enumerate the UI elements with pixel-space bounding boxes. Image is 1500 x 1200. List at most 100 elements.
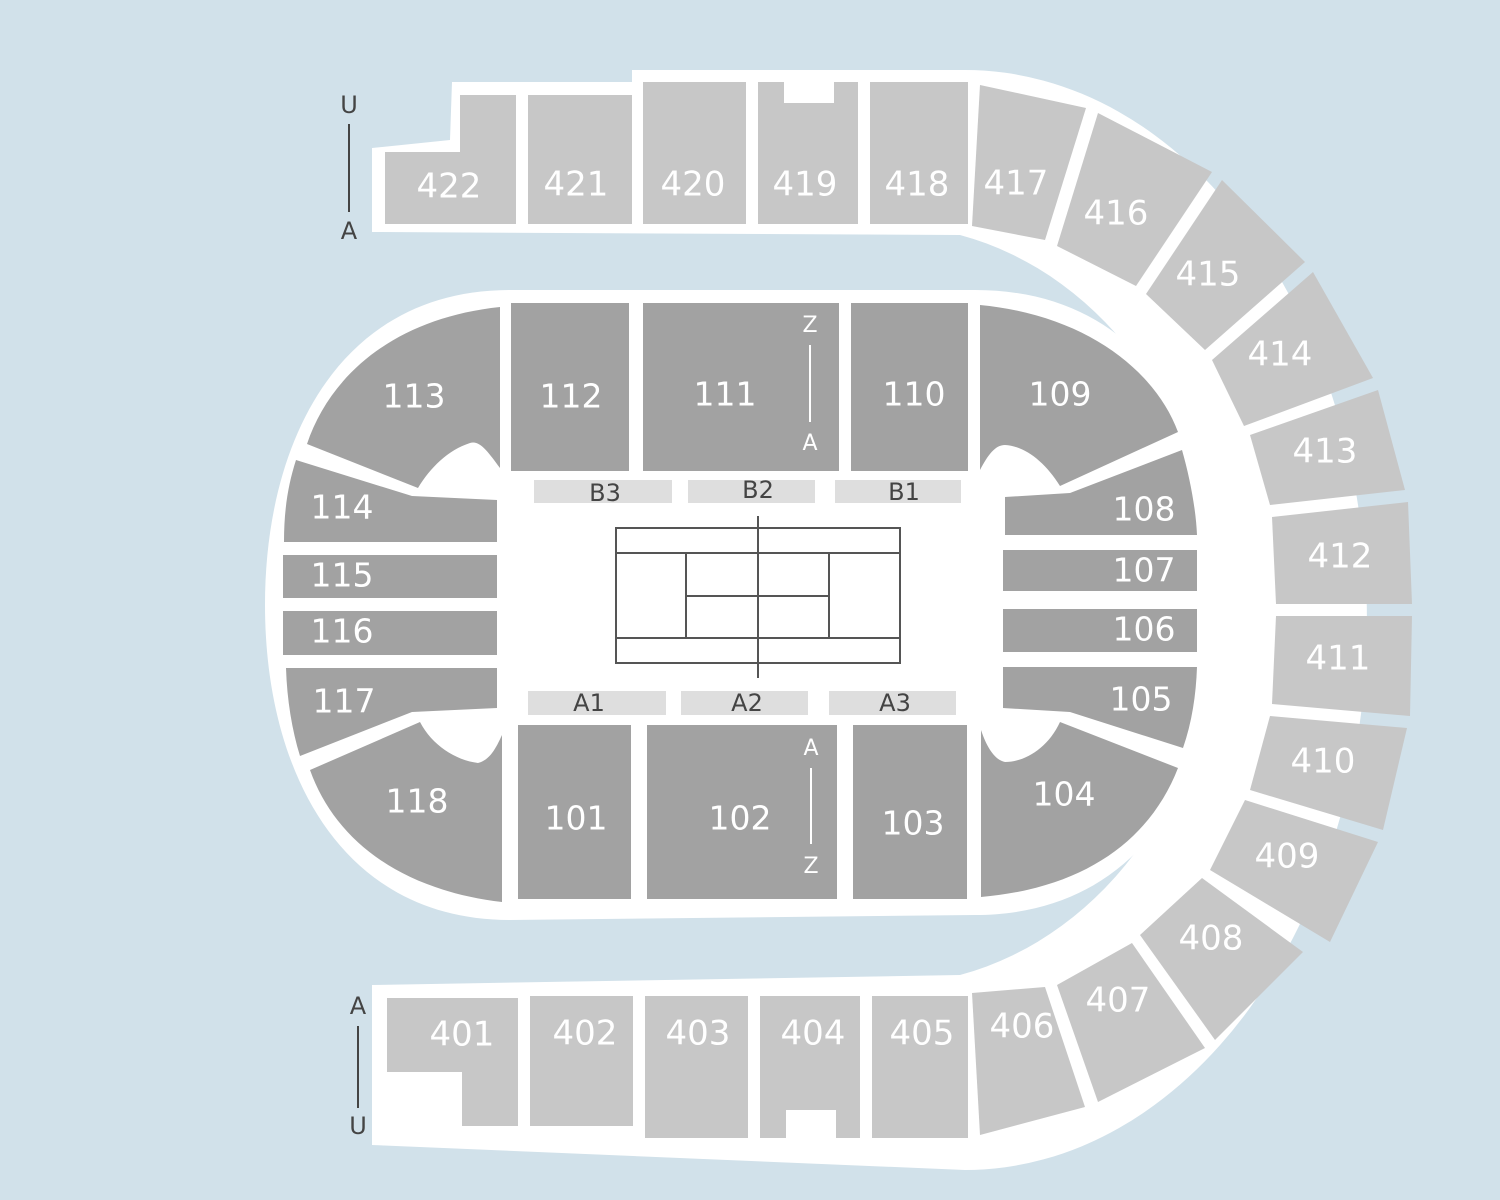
section-115[interactable]: 115 [283, 555, 497, 598]
section-116-label: 116 [311, 612, 374, 651]
section-406[interactable]: 406 [972, 987, 1085, 1135]
section-413-label: 413 [1293, 432, 1358, 472]
section-401-label: 401 [430, 1015, 495, 1055]
upper-tier-outline [372, 70, 1367, 1171]
section-421[interactable]: 421 [528, 95, 632, 224]
section-419-label: 419 [773, 165, 838, 205]
tennis-court-icon [615, 516, 901, 678]
section-407[interactable]: 407 [1057, 943, 1205, 1102]
section-102[interactable]: 102 A Z [647, 725, 837, 899]
section-117-label: 117 [313, 682, 376, 721]
upper-row-indicator-top: U A [340, 91, 358, 245]
section-409-label: 409 [1255, 837, 1320, 877]
section-118[interactable]: 118 [310, 722, 502, 902]
section-420[interactable]: 420 [643, 82, 746, 224]
section-422-label: 422 [417, 167, 482, 207]
section-105[interactable]: 105 [1003, 667, 1197, 748]
section-114-label: 114 [311, 488, 374, 527]
section-107[interactable]: 107 [1003, 550, 1197, 591]
floor-block-a3-label: A3 [879, 689, 911, 717]
row-indicator-bottom-first: A [350, 992, 367, 1020]
floor-block-b3[interactable]: B3 [534, 479, 672, 507]
section-103[interactable]: 103 [853, 725, 967, 899]
section-402[interactable]: 402 [530, 996, 633, 1126]
section-111-label: 111 [694, 375, 757, 414]
section-405[interactable]: 405 [872, 996, 968, 1138]
section-411[interactable]: 411 [1272, 616, 1412, 716]
section-105-label: 105 [1110, 680, 1173, 719]
section-410[interactable]: 410 [1250, 716, 1407, 830]
floor-block-a1[interactable]: A1 [528, 689, 666, 717]
floor-block-b3-label: B3 [589, 479, 621, 507]
section-412[interactable]: 412 [1272, 502, 1412, 604]
row-indicator-top-last: A [341, 217, 358, 245]
floor-block-a1-label: A1 [573, 689, 605, 717]
floor-block-a2-label: A2 [731, 689, 763, 717]
section-102-row-last: Z [803, 854, 818, 879]
section-406-label: 406 [990, 1007, 1055, 1047]
section-108[interactable]: 108 [1005, 450, 1197, 535]
section-113[interactable]: 113 [307, 307, 500, 488]
section-413[interactable]: 413 [1250, 390, 1405, 505]
section-417-label: 417 [984, 164, 1049, 204]
section-418[interactable]: 418 [870, 82, 968, 224]
section-402-label: 402 [553, 1014, 618, 1054]
section-115-label: 115 [311, 556, 374, 595]
section-111-row-first: Z [802, 313, 817, 338]
section-405-label: 405 [890, 1014, 955, 1054]
section-420-label: 420 [661, 165, 726, 205]
section-403[interactable]: 403 [645, 996, 748, 1138]
floor-block-b2-label: B2 [742, 476, 774, 504]
section-414-label: 414 [1248, 335, 1313, 375]
section-116[interactable]: 116 [283, 611, 497, 655]
section-411-label: 411 [1306, 639, 1371, 679]
section-110-label: 110 [883, 375, 946, 414]
section-114[interactable]: 114 [284, 460, 497, 542]
section-407-label: 407 [1086, 981, 1151, 1021]
section-421-label: 421 [544, 165, 609, 205]
section-404[interactable]: 404 [760, 996, 860, 1138]
row-indicator-bottom-last: U [349, 1112, 367, 1140]
section-102-row-first: A [803, 736, 818, 761]
section-422[interactable]: 422 [385, 95, 516, 224]
section-109-label: 109 [1029, 375, 1092, 414]
section-112-label: 112 [540, 377, 603, 416]
floor-block-b1[interactable]: B1 [835, 478, 961, 506]
section-419[interactable]: 419 [758, 82, 858, 224]
section-404-label: 404 [781, 1014, 846, 1054]
section-409[interactable]: 409 [1210, 800, 1378, 942]
section-401[interactable]: 401 [387, 998, 518, 1126]
section-408[interactable]: 408 [1140, 878, 1303, 1040]
section-410-label: 410 [1291, 742, 1356, 782]
section-109[interactable]: 109 [980, 305, 1178, 486]
section-111-row-last: A [802, 431, 817, 456]
section-412-label: 412 [1308, 537, 1373, 577]
section-113-label: 113 [383, 377, 446, 416]
section-104[interactable]: 104 [981, 722, 1178, 897]
section-107-label: 107 [1113, 551, 1176, 590]
section-414[interactable]: 414 [1212, 272, 1373, 426]
floor-block-b1-label: B1 [888, 478, 920, 506]
row-indicator-top-first: U [340, 91, 358, 119]
section-101-label: 101 [545, 799, 608, 838]
section-108-label: 108 [1113, 490, 1176, 529]
section-102-label: 102 [709, 799, 772, 838]
section-417[interactable]: 417 [972, 85, 1086, 240]
section-111[interactable]: 111 Z A [643, 303, 839, 471]
floor-block-a3[interactable]: A3 [829, 689, 956, 717]
floor-block-b2[interactable]: B2 [688, 476, 815, 504]
section-408-label: 408 [1179, 919, 1244, 959]
section-415[interactable]: 415 [1146, 180, 1305, 350]
section-118-label: 118 [386, 782, 449, 821]
section-117[interactable]: 117 [286, 668, 497, 756]
section-110[interactable]: 110 [851, 303, 968, 471]
section-106-label: 106 [1113, 610, 1176, 649]
floor-block-a2[interactable]: A2 [681, 689, 808, 717]
section-112[interactable]: 112 [511, 303, 629, 471]
section-416-label: 416 [1084, 194, 1149, 234]
section-101[interactable]: 101 [518, 725, 631, 899]
section-106[interactable]: 106 [1003, 609, 1197, 652]
section-416[interactable]: 416 [1057, 113, 1212, 286]
section-104-label: 104 [1033, 775, 1096, 814]
